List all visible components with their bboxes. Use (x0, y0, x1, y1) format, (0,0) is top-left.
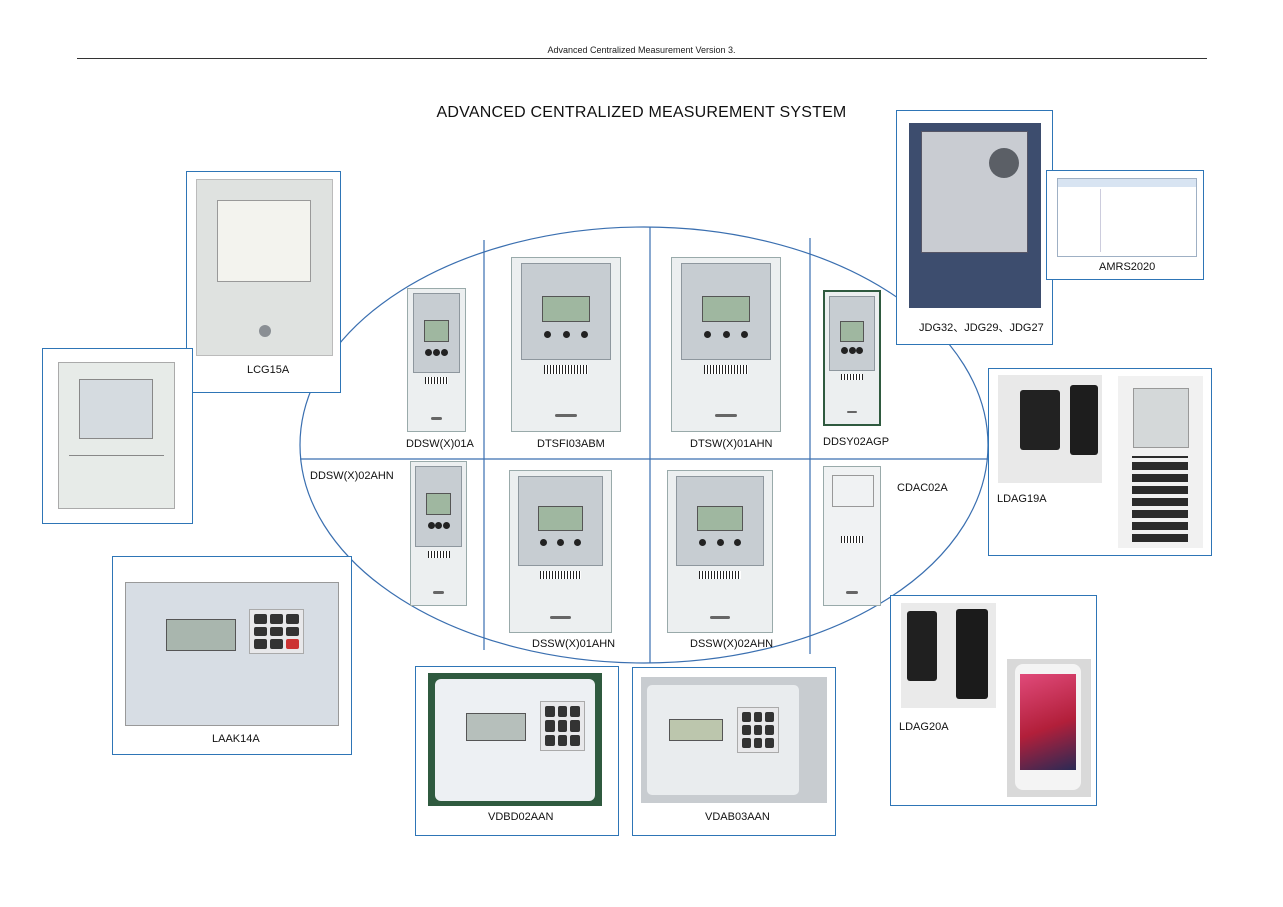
lcg15a-antenna-connector (259, 325, 271, 337)
ddsy02agp-label: DDSY02AGP (823, 436, 890, 448)
ldag20a-label: LDAG20A (899, 721, 949, 733)
dtsw01ahn-label: DTSW(X)01AHN (690, 438, 773, 450)
vdbd02aan-label: VDBD02AAN (488, 811, 554, 823)
ddsw02ahn-meter-photo (410, 461, 467, 606)
vdab03aan-lcd (669, 719, 723, 741)
vdbd02aan-lcd (466, 713, 526, 741)
vdbd02aan-keypad (540, 701, 585, 751)
running-header: Advanced Centralized Measurement Version… (547, 45, 736, 55)
dssw02ahn-meter-photo (667, 470, 773, 633)
dtsw01ahn-meter-photo (671, 257, 781, 432)
laak14a-keypad (249, 609, 304, 654)
ddsw01a-label: DDSW(X)01A (406, 438, 474, 450)
meter-cover-edge (69, 455, 164, 456)
cdac02a-nameplate (832, 475, 874, 507)
lcg15a-box: LCG15A (186, 171, 341, 393)
amrs2020-box: AMRS2020 (1046, 170, 1204, 280)
ldag20a-device-2 (956, 609, 988, 699)
header-rule (77, 58, 1207, 59)
ldag19a-device-1 (1020, 390, 1060, 450)
dssw01ahn-meter-photo (509, 470, 612, 633)
laak14a-photo (125, 582, 339, 726)
ldag19a-photo (998, 375, 1102, 483)
vdab03aan-label: VDAB03AAN (705, 811, 770, 823)
jdg-label: JDG32、JDG29、JDG27 (919, 322, 1044, 334)
laak14a-box: LAAK14A (112, 556, 352, 755)
software-titlebar (1058, 179, 1196, 187)
laak14a-label: LAAK14A (212, 733, 260, 745)
ldag20a-device-1 (907, 611, 937, 681)
dssw02ahn-label: DSSW(X)02AHN (690, 638, 774, 650)
cdac02a-label: CDAC02A (897, 482, 948, 494)
ldag20a-box: LDAG20A (890, 595, 1097, 806)
handheld-screen (1133, 388, 1189, 448)
concentrator-keypad (989, 148, 1019, 178)
ddsy02agp-meter-photo (823, 290, 881, 426)
ddsw02ahn-label: DDSW(X)02AHN (310, 470, 394, 482)
single-phase-meter-photo (58, 362, 175, 509)
handheld-terminal-photo (1118, 376, 1203, 548)
ldag19a-device-2 (1070, 385, 1098, 455)
phone-screen (1020, 674, 1076, 770)
lcg15a-label: LCG15A (247, 364, 290, 376)
dtsfi03abm-meter-photo (511, 257, 621, 432)
single-phase-meter-box (42, 348, 193, 524)
cdac02a-device-photo (823, 466, 881, 606)
jdg-concentrator-box: JDG32、JDG29、JDG27 (896, 110, 1053, 345)
laak14a-lcd (166, 619, 236, 651)
smartphone-photo (1007, 659, 1091, 797)
dssw01ahn-label: DSSW(X)01AHN (532, 638, 616, 650)
vdab03aan-box: VDAB03AAN (632, 667, 836, 836)
handheld-keypad (1132, 456, 1188, 542)
vdbd02aan-photo (428, 673, 602, 806)
ldag19a-box: LDAG19A (988, 368, 1212, 556)
ldag20a-photo (901, 603, 996, 708)
vdab03aan-keypad (737, 707, 779, 753)
meter-face (79, 379, 153, 439)
lcg15a-label-plate (217, 200, 311, 282)
amrs2020-software-screenshot (1057, 178, 1197, 257)
amrs2020-label: AMRS2020 (1099, 261, 1156, 273)
software-tree-panel (1060, 189, 1101, 252)
page-title: ADVANCED CENTRALIZED MEASUREMENT SYSTEM (436, 104, 847, 121)
vdab03aan-photo (641, 677, 827, 803)
concentrator-photo (909, 123, 1041, 308)
dtsfi03abm-label: DTSFI03ABM (537, 438, 605, 450)
vdbd02aan-box: VDBD02AAN (415, 666, 619, 836)
ldag19a-label: LDAG19A (997, 493, 1047, 505)
ddsw01a-meter-photo (407, 288, 466, 432)
lcg15a-photo (196, 179, 333, 356)
